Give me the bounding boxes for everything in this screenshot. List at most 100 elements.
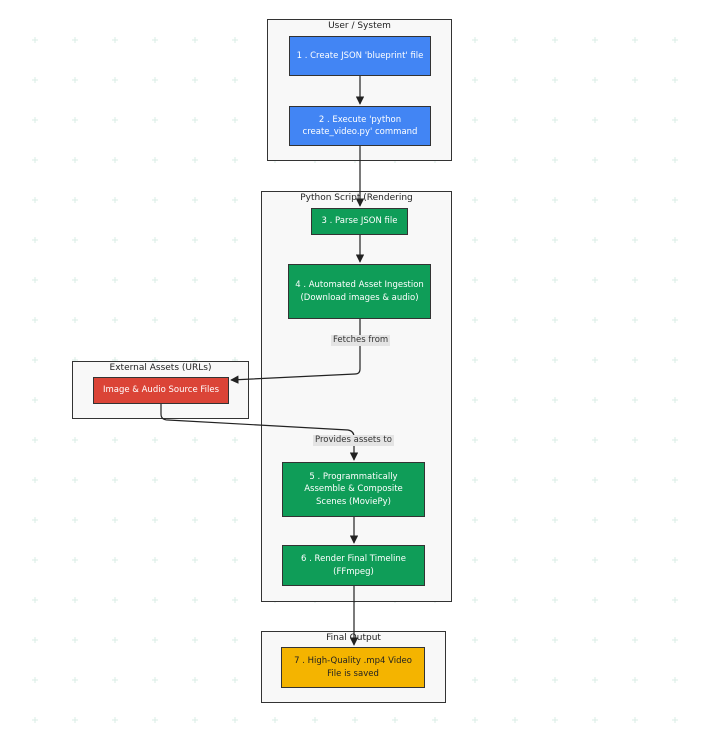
grid-plus <box>592 237 598 243</box>
grid-plus <box>512 437 518 443</box>
grid-plus <box>592 517 598 523</box>
grid-plus <box>632 317 638 323</box>
group-python-script: Python Script (Rendering <box>261 191 452 602</box>
grid-plus <box>72 317 78 323</box>
grid-plus <box>112 237 118 243</box>
edge-label-fetches-from: Fetches from <box>331 335 391 346</box>
grid-plus <box>672 557 678 563</box>
grid-plus <box>32 397 38 403</box>
grid-plus <box>72 437 78 443</box>
group-title-user-system: User / System <box>328 21 391 31</box>
node-parse-json[interactable]: 3 . Parse JSON file <box>311 208 408 235</box>
grid-plus <box>632 197 638 203</box>
grid-plus <box>672 517 678 523</box>
grid-plus <box>152 717 158 723</box>
grid-plus <box>472 637 478 643</box>
grid-plus <box>672 37 678 43</box>
grid-plus <box>472 477 478 483</box>
grid-plus <box>632 237 638 243</box>
grid-plus <box>592 637 598 643</box>
grid-plus <box>592 477 598 483</box>
grid-plus <box>152 437 158 443</box>
grid-plus <box>672 437 678 443</box>
grid-plus <box>32 517 38 523</box>
grid-plus <box>72 517 78 523</box>
node-execute-command[interactable]: 2 . Execute 'python create_video.py' com… <box>289 106 431 146</box>
grid-plus <box>512 477 518 483</box>
node-render-timeline[interactable]: 6 . Render Final Timeline (FFmpeg) <box>282 545 425 586</box>
grid-plus <box>112 557 118 563</box>
grid-plus <box>552 717 558 723</box>
grid-plus <box>672 397 678 403</box>
grid-plus <box>552 77 558 83</box>
grid-plus <box>32 717 38 723</box>
grid-plus <box>192 37 198 43</box>
grid-plus <box>152 677 158 683</box>
grid-plus <box>552 237 558 243</box>
grid-plus <box>472 717 478 723</box>
node-source-files[interactable]: Image & Audio Source Files <box>93 377 229 404</box>
grid-plus <box>192 677 198 683</box>
grid-plus <box>512 237 518 243</box>
grid-plus <box>112 197 118 203</box>
grid-plus <box>112 117 118 123</box>
grid-plus <box>512 717 518 723</box>
grid-plus <box>672 717 678 723</box>
grid-plus <box>32 437 38 443</box>
grid-plus <box>192 597 198 603</box>
grid-plus <box>32 77 38 83</box>
grid-plus <box>592 437 598 443</box>
grid-plus <box>592 277 598 283</box>
grid-plus <box>552 317 558 323</box>
grid-plus <box>72 237 78 243</box>
grid-plus <box>632 637 638 643</box>
grid-plus <box>632 157 638 163</box>
grid-plus <box>552 37 558 43</box>
grid-plus <box>112 517 118 523</box>
grid-plus <box>472 237 478 243</box>
grid-plus <box>672 677 678 683</box>
grid-plus <box>32 317 38 323</box>
grid-plus <box>632 77 638 83</box>
grid-plus <box>672 597 678 603</box>
grid-plus <box>152 317 158 323</box>
grid-plus <box>112 317 118 323</box>
grid-plus <box>552 277 558 283</box>
grid-plus <box>32 37 38 43</box>
node-asset-ingestion[interactable]: 4 . Automated Asset Ingestion (Download … <box>288 264 431 319</box>
grid-plus <box>32 237 38 243</box>
grid-plus <box>112 277 118 283</box>
grid-plus <box>112 77 118 83</box>
grid-plus <box>72 157 78 163</box>
grid-plus <box>592 717 598 723</box>
grid-plus <box>592 597 598 603</box>
grid-plus <box>592 557 598 563</box>
node-create-json[interactable]: 1 . Create JSON 'blueprint' file <box>289 36 431 76</box>
grid-plus <box>192 117 198 123</box>
grid-plus <box>192 197 198 203</box>
grid-plus <box>112 437 118 443</box>
grid-plus <box>152 477 158 483</box>
grid-plus <box>112 717 118 723</box>
grid-plus <box>672 477 678 483</box>
grid-plus <box>232 197 238 203</box>
grid-plus <box>152 117 158 123</box>
grid-plus <box>272 717 278 723</box>
grid-plus <box>672 237 678 243</box>
grid-plus <box>632 357 638 363</box>
grid-plus <box>512 197 518 203</box>
grid-plus <box>32 677 38 683</box>
grid-plus <box>152 77 158 83</box>
node-video-file[interactable]: 7 . High-Quality .mp4 Video File is save… <box>281 647 425 688</box>
grid-plus <box>632 717 638 723</box>
grid-plus <box>632 477 638 483</box>
grid-plus <box>512 677 518 683</box>
grid-plus <box>192 157 198 163</box>
grid-plus <box>232 157 238 163</box>
grid-plus <box>472 317 478 323</box>
grid-plus <box>632 597 638 603</box>
grid-plus <box>432 717 438 723</box>
grid-plus <box>592 117 598 123</box>
node-assemble-scenes[interactable]: 5 . Programmatically Assemble & Composit… <box>282 462 425 517</box>
grid-plus <box>352 717 358 723</box>
